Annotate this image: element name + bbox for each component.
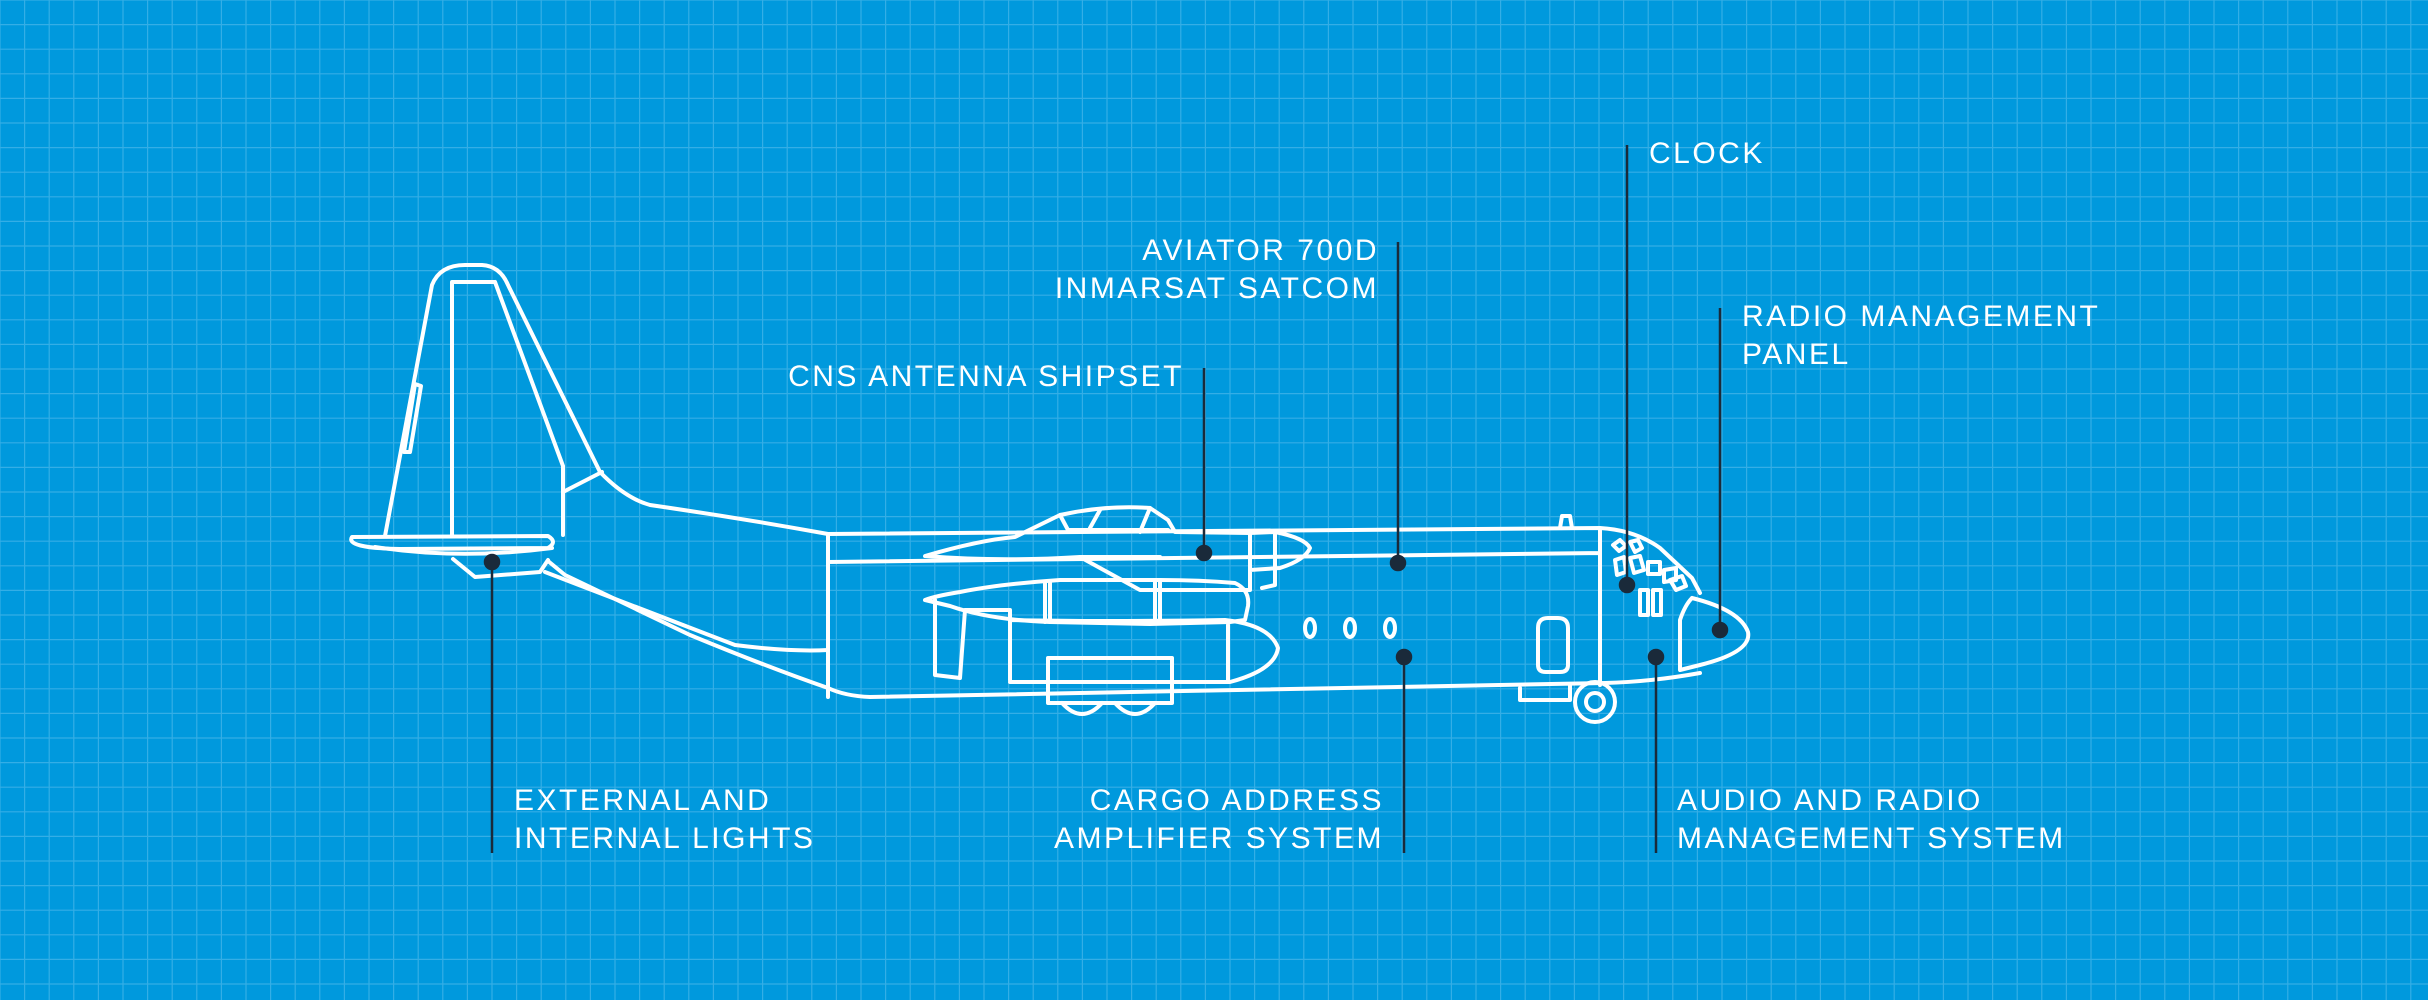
porthole-2 bbox=[1343, 617, 1357, 639]
fuselage-panel-lines bbox=[826, 528, 1602, 699]
fuselage-top bbox=[826, 526, 1702, 595]
lower-engine-details bbox=[1043, 580, 1162, 624]
cargo-address-label-line-1: CARGO ADDRESS bbox=[1089, 784, 1384, 817]
lights-label-line-2: INTERNAL LIGHTS bbox=[514, 822, 816, 855]
radio-panel-marker bbox=[1711, 621, 1729, 639]
audio-radio-marker bbox=[1647, 648, 1665, 666]
cargo-address-marker bbox=[1395, 648, 1413, 666]
clock-label-line-1: CLOCK bbox=[1649, 137, 1765, 170]
lights-marker bbox=[483, 553, 501, 571]
audio-radio-label: AUDIO AND RADIO MANAGEMENT SYSTEM bbox=[1677, 782, 2066, 858]
cargo-address-label-line-2: AMPLIFIER SYSTEM bbox=[1053, 822, 1384, 855]
tail-inner-lines bbox=[450, 280, 604, 537]
radio-panel-label: RADIO MANAGEMENT PANEL bbox=[1742, 298, 2100, 374]
tail-antenna bbox=[402, 382, 423, 454]
side-door bbox=[1536, 616, 1570, 674]
satcom-label-line-1: AVIATOR 700D bbox=[1142, 234, 1379, 267]
lights-label-line-1: EXTERNAL AND bbox=[514, 784, 772, 817]
satcom-label-line-2: INMARSAT SATCOM bbox=[1054, 272, 1379, 305]
nose-wheel-hub bbox=[1584, 691, 1606, 713]
porthole-3 bbox=[1383, 617, 1397, 639]
vertical-tail bbox=[383, 263, 830, 538]
radio-panel-label-line-1: RADIO MANAGEMENT bbox=[1742, 300, 2101, 333]
fuselage-lower-curve bbox=[543, 570, 830, 653]
cockpit-bump bbox=[1558, 514, 1574, 530]
clock-marker bbox=[1618, 576, 1636, 594]
porthole-1 bbox=[1303, 617, 1317, 639]
fuselage-bottom bbox=[546, 559, 1702, 699]
cns-antenna-label-line-1: CNS ANTENNA SHIPSET bbox=[788, 360, 1184, 393]
main-gear-housing bbox=[1046, 656, 1174, 705]
stabilizer-fairing bbox=[373, 545, 554, 579]
audio-radio-label-line-1: AUDIO AND RADIO bbox=[1677, 784, 1983, 817]
satcom-label: AVIATOR 700D INMARSAT SATCOM bbox=[1055, 232, 1379, 308]
audio-radio-label-line-2: MANAGEMENT SYSTEM bbox=[1677, 822, 2066, 855]
upper-engine-details bbox=[1058, 506, 1277, 590]
clock-label: CLOCK bbox=[1649, 135, 1765, 173]
upper-engine bbox=[923, 505, 1312, 592]
cns-antenna-label: CNS ANTENNA SHIPSET bbox=[788, 358, 1184, 396]
nose bbox=[1678, 596, 1751, 672]
nose-wheel bbox=[1573, 680, 1617, 724]
main-gear-wheels bbox=[1060, 701, 1157, 716]
cargo-address-label: CARGO ADDRESS AMPLIFIER SYSTEM bbox=[1054, 782, 1384, 858]
nose-gear-bay bbox=[1518, 683, 1572, 702]
lights-label: EXTERNAL AND INTERNAL LIGHTS bbox=[514, 782, 815, 858]
radio-panel-label-line-2: PANEL bbox=[1742, 338, 1851, 371]
cns-antenna-marker bbox=[1195, 544, 1213, 562]
satcom-marker bbox=[1389, 554, 1407, 572]
wing-pod bbox=[933, 598, 1280, 684]
